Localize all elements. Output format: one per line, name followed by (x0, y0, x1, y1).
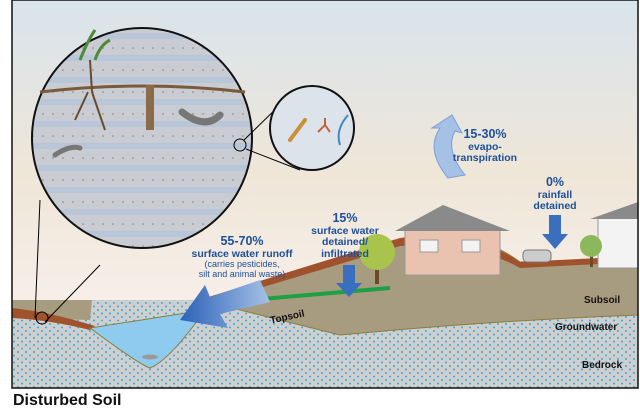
diagram-frame (11, 0, 639, 389)
rainfall-arrow (542, 215, 568, 249)
detained-percent: 15% (332, 211, 358, 225)
subsoil-label: Subsoil (584, 295, 621, 306)
evapo-line2: transpiration (452, 152, 518, 165)
rainfall-label: 0% rainfall detained (525, 175, 585, 213)
detained-line2: detained/ (321, 236, 369, 249)
runoff-percent: 55-70% (220, 234, 264, 248)
microorganism-closeup-circle (269, 85, 355, 171)
earthworm-icon (178, 108, 224, 126)
detained-label: 15% surface water detained/ infiltrated (300, 211, 390, 260)
detained-line1: surface water (311, 224, 379, 237)
zoom-marker (35, 311, 49, 325)
evapo-label: 15-30% evapo- transpiration (440, 127, 530, 165)
root (146, 85, 154, 130)
evapo-percent: 15-30% (463, 127, 507, 141)
tree-small (580, 235, 602, 267)
runoff-note-1: (carries pesticides, (204, 259, 280, 270)
detained-line3: infiltrated (321, 247, 369, 260)
runoff-arrow (180, 280, 270, 328)
fish-icon (142, 354, 158, 360)
diagram-title: Disturbed Soil (13, 392, 122, 409)
infiltration-arrow (336, 265, 362, 297)
rainfall-line1: rainfall (537, 188, 573, 201)
rainfall-percent: 0% (545, 175, 565, 189)
evapotranspiration-arrow (430, 114, 466, 179)
evapo-line1: evapo- (468, 140, 502, 153)
car-icon (522, 249, 552, 263)
house-right (590, 202, 639, 269)
house (395, 205, 510, 276)
tree (359, 234, 395, 284)
soil-closeup-circle (31, 27, 253, 249)
grass-strip (249, 286, 391, 302)
plant-roots (74, 59, 106, 131)
stream (88, 309, 207, 369)
runoff-note-2: silt and animal waste) (198, 269, 286, 280)
groundwater-label: Groundwater (555, 322, 618, 333)
bedrock-label: Bedrock (582, 360, 623, 371)
runoff-text: surface water runoff (191, 247, 293, 260)
runoff-label: 55-70% surface water runoff (carries pes… (172, 234, 312, 280)
rainfall-line2: detained (533, 200, 577, 213)
